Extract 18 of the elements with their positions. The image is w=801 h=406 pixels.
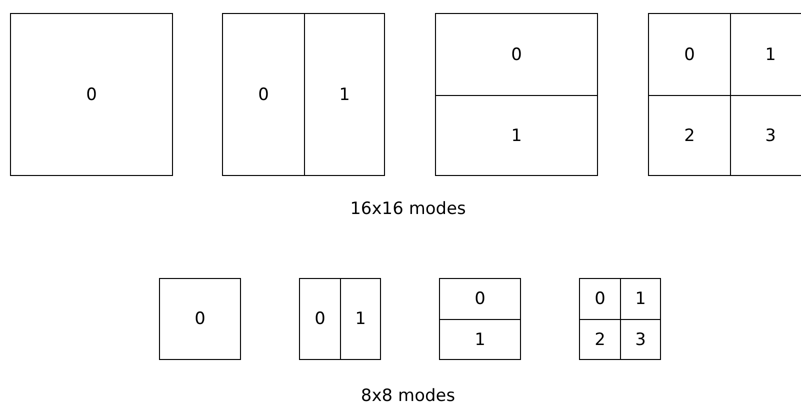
partition-block: 0 xyxy=(435,13,598,96)
partition-block: 0 xyxy=(579,278,621,320)
partition-block: 0 xyxy=(439,278,521,320)
partition-block: 3 xyxy=(620,319,661,360)
partition-block: 1 xyxy=(340,278,381,360)
partition-block: 0 xyxy=(10,13,173,176)
caption-text: 8x8 modes xyxy=(360,386,456,406)
partition-block: 0 xyxy=(222,13,305,176)
partition-block: 2 xyxy=(648,95,731,176)
partition-block: 0 xyxy=(648,13,731,96)
partition-block: 2 xyxy=(579,319,621,360)
caption-text: 16x16 modes xyxy=(350,199,466,219)
partition-block: 1 xyxy=(439,319,521,360)
partition-block: 0 xyxy=(159,278,241,360)
partition-block: 1 xyxy=(304,13,385,176)
partition-block: 1 xyxy=(620,278,661,320)
partition-block: 0 xyxy=(299,278,341,360)
partition-block: 1 xyxy=(435,95,598,176)
